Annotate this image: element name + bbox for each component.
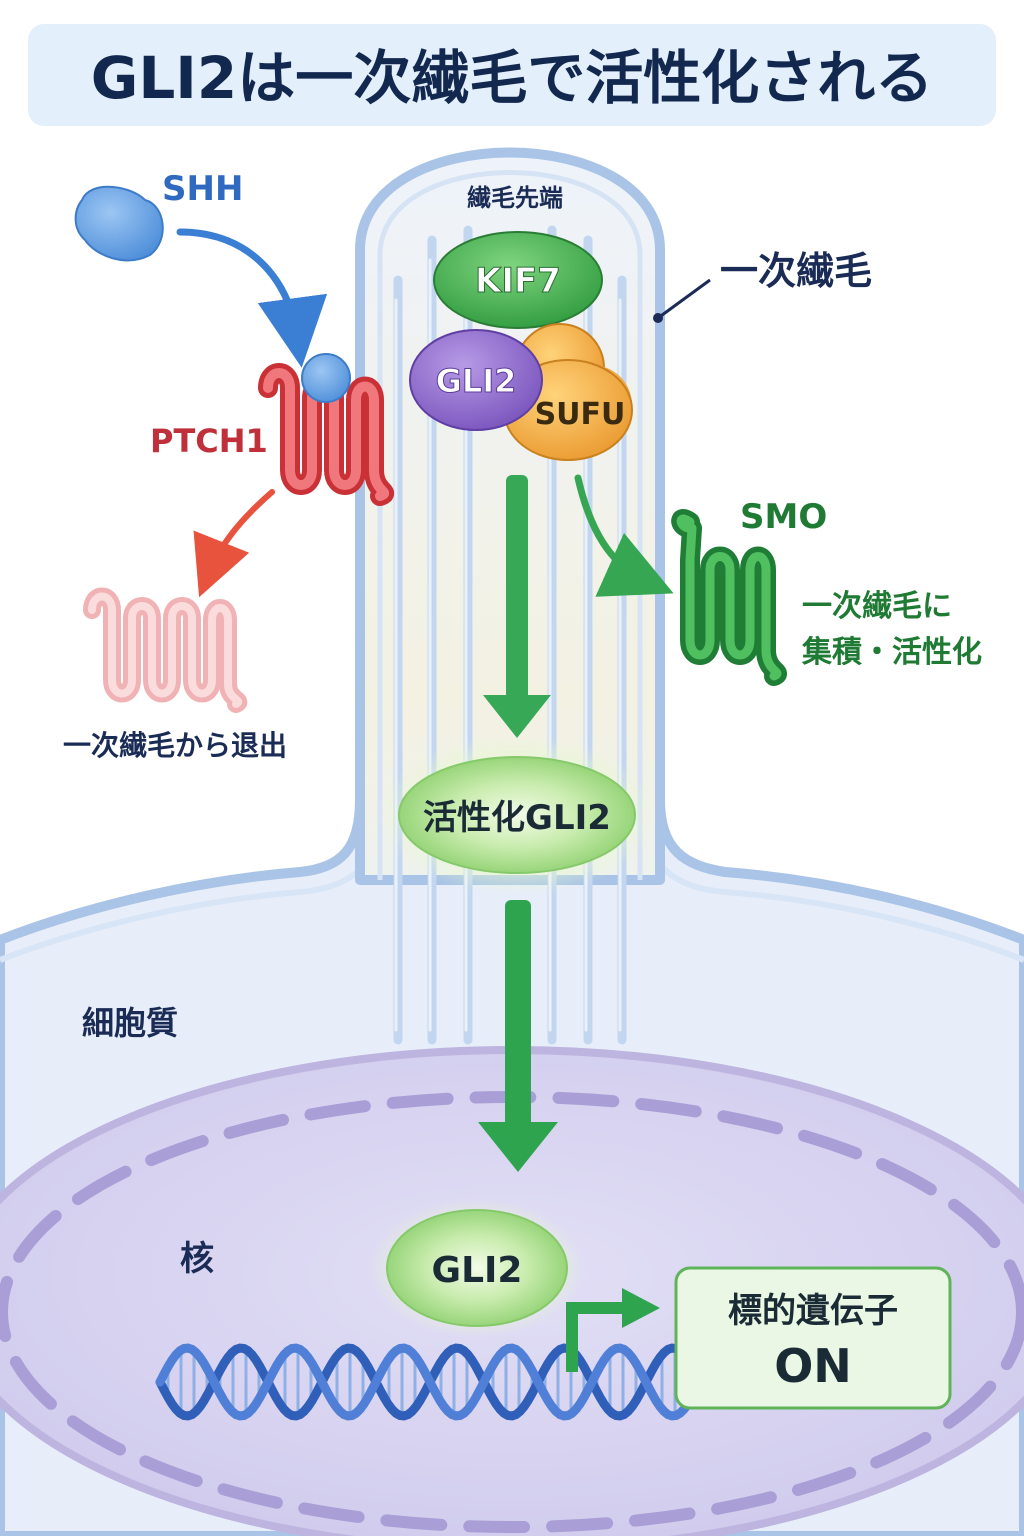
kif7-label: KIF7 bbox=[475, 261, 561, 301]
smo-note-line2: 集積・活性化 bbox=[801, 635, 982, 670]
nuclear-gli2-label: GLI2 bbox=[432, 1250, 523, 1291]
nuclear-translocation-arrow bbox=[478, 900, 558, 1172]
nucleus-label: 核 bbox=[180, 1239, 214, 1279]
cilium-tip-label: 繊毛先端 bbox=[467, 184, 563, 212]
dna-strand-a bbox=[155, 1343, 693, 1421]
shh-bound-to-ptch1 bbox=[301, 353, 351, 403]
target-gene-box bbox=[674, 1266, 952, 1410]
primary-cilium-pointer bbox=[657, 278, 711, 320]
shh-ligand bbox=[74, 185, 164, 262]
gli2-complex-protein bbox=[409, 329, 543, 431]
cytoplasm-label: 細胞質 bbox=[82, 1004, 178, 1042]
primary-cilium-pointer-dot bbox=[653, 313, 663, 323]
activation-arrow bbox=[483, 475, 551, 738]
target-gene-label: 標的遺伝子 bbox=[728, 1291, 898, 1331]
smo-note-line1: 一次繊毛に bbox=[802, 589, 952, 624]
ptch1-label: PTCH1 bbox=[150, 422, 268, 460]
nuclear-gli2-protein bbox=[386, 1209, 568, 1327]
target-gene-status: ON bbox=[774, 1339, 852, 1393]
ptch1-exit-label: 一次繊毛から退出 bbox=[63, 729, 287, 762]
cilium-membrane-inner bbox=[377, 170, 643, 880]
smo-recruit-arrow bbox=[574, 474, 674, 597]
smo-receptor bbox=[671, 509, 787, 686]
transcription-start-arrow bbox=[566, 1302, 628, 1372]
smo-label: SMO bbox=[740, 497, 827, 537]
dna-strand-b bbox=[155, 1343, 693, 1421]
shh-binding-arrow bbox=[176, 228, 328, 368]
primary-cilium-label: 一次繊毛 bbox=[720, 249, 872, 293]
title-banner bbox=[28, 24, 996, 126]
ptch1-exit-arrow bbox=[193, 489, 275, 598]
ptch1-receptor bbox=[258, 363, 395, 506]
active-gli2-protein bbox=[398, 756, 636, 874]
transcription-arrowhead bbox=[622, 1288, 660, 1328]
active-gli2-label: 活性化GLI2 bbox=[423, 798, 611, 838]
shh-label: SHH bbox=[162, 169, 243, 209]
kif7-protein bbox=[433, 231, 603, 329]
sufu-label: SUFU bbox=[535, 397, 626, 432]
gli2-complex-label: GLI2 bbox=[436, 362, 517, 400]
ptch1-exited-receptor bbox=[83, 587, 248, 713]
page-title: GLI2は一次繊毛で活性化される bbox=[91, 44, 934, 112]
